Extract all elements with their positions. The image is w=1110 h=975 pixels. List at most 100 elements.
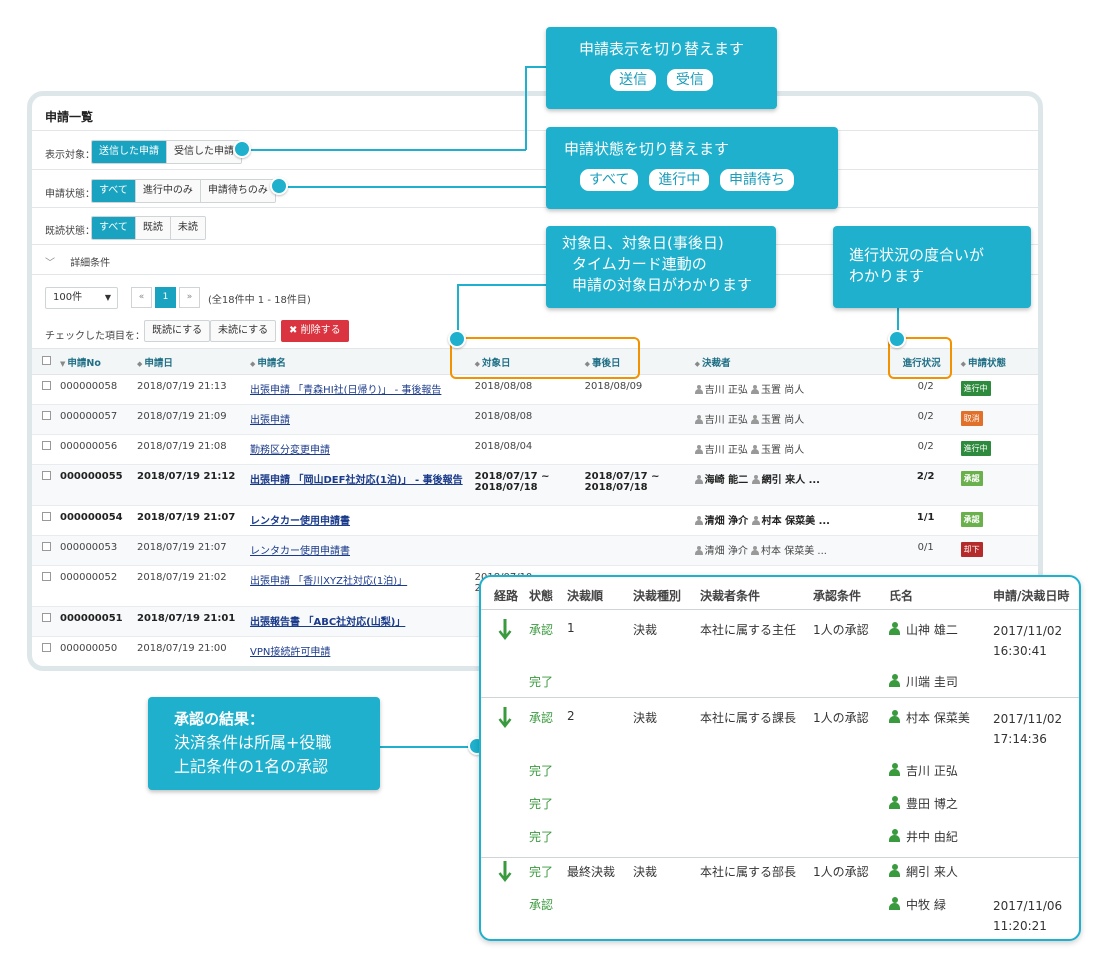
step-state: 承認 [529, 623, 554, 637]
mark-read-button[interactable]: 既読にする [144, 320, 211, 342]
row-checkbox[interactable] [42, 512, 51, 521]
progress-callout: 進行状況の度合いが わかります [833, 226, 1031, 308]
application-link[interactable]: 出張申請 [250, 415, 290, 426]
arrow-down-icon [498, 707, 512, 728]
bulk-action-label: チェックした項目を： [45, 331, 145, 342]
person-icon [889, 710, 900, 723]
person-icon [751, 415, 760, 424]
col-name[interactable]: ◆申請名 [244, 348, 469, 375]
application-link[interactable]: レンタカー使用申請書 [250, 546, 350, 557]
col-target-date[interactable]: ◆対象日 [468, 348, 579, 375]
row-checkbox[interactable] [42, 613, 51, 622]
progress-highlight [888, 337, 952, 379]
current-page-button[interactable]: 1 [155, 287, 176, 308]
row-checkbox[interactable] [42, 572, 51, 581]
read-all-button[interactable]: すべて [92, 217, 136, 239]
cell-status: 承認 [954, 505, 1038, 536]
cell-no: 000000051 [54, 606, 131, 637]
received-pill: 受信 [666, 69, 713, 91]
application-link[interactable]: 勤務区分変更申請 [250, 445, 330, 456]
connector-dot [233, 140, 251, 158]
step-name: 網引 来人 [889, 863, 958, 880]
cell-date: 2018/07/19 21:01 [131, 606, 244, 637]
cell-no: 000000057 [54, 404, 131, 435]
waiting-pill: 申請待ち [720, 169, 795, 191]
select-all-checkbox[interactable] [32, 348, 54, 375]
status-badge: 承認 [960, 471, 983, 486]
col-condition: 決裁者条件 [700, 589, 761, 603]
person-icon [694, 445, 703, 454]
prev-page-button[interactable]: « [131, 287, 152, 308]
cell-status: 取消 [954, 404, 1038, 435]
col-status[interactable]: ◆申請状態 [954, 348, 1038, 375]
per-page-select[interactable]: 100件 ▼ [45, 287, 118, 309]
step-approve-condition: 1人の承認 [813, 623, 869, 637]
person-icon [889, 897, 900, 910]
read-button[interactable]: 既読 [135, 217, 171, 239]
row-checkbox[interactable] [42, 471, 51, 480]
divider [32, 244, 1038, 245]
row-checkbox[interactable] [42, 441, 51, 450]
detail-conditions-toggle[interactable]: ﹀ 詳細条件 [45, 254, 110, 269]
col-no[interactable]: ▼申請No [54, 348, 131, 375]
col-after-date[interactable]: ◆事後日 [578, 348, 689, 375]
display-sent-button[interactable]: 送信した申請 [92, 141, 167, 163]
application-link[interactable]: 出張申請 「岡山DEF社対応(1泊)」 - 事後報告 [250, 475, 463, 486]
next-page-button[interactable]: » [179, 287, 200, 308]
cell-approver: 清畑 浄介 村本 保菜美 ... [688, 505, 897, 536]
unread-button[interactable]: 未読 [170, 217, 205, 239]
state-waiting-button[interactable]: 申請待ちのみ [200, 180, 275, 202]
col-progress[interactable]: 進行状況 [896, 348, 955, 375]
result-callout-line2: 決済条件は所属+役職 [174, 733, 332, 752]
cell-date: 2018/07/19 21:07 [131, 505, 244, 536]
application-link[interactable]: 出張報告書 「ABC社対応(山梨)」 [250, 617, 406, 628]
cell-status: 進行中 [954, 374, 1038, 405]
application-link[interactable]: 出張申請 「香川XYZ社対応(1泊)」 [250, 576, 408, 587]
apply-state-toggle: すべて 進行中のみ 申請待ちのみ [91, 179, 276, 203]
person-icon [889, 796, 900, 809]
status-badge: 承認 [960, 512, 983, 527]
row-checkbox[interactable] [42, 381, 51, 390]
cell-no: 000000052 [54, 565, 131, 607]
step-name: 井中 由紀 [889, 828, 958, 845]
connector-line [380, 746, 480, 748]
cell-after-date [578, 505, 689, 536]
step-state: 完了 [529, 764, 554, 778]
cell-no: 000000055 [54, 464, 131, 506]
row-checkbox[interactable] [42, 411, 51, 420]
application-link[interactable]: レンタカー使用申請書 [250, 516, 350, 527]
mark-unread-button[interactable]: 未読にする [210, 320, 277, 342]
display-received-button[interactable]: 受信した申請 [167, 141, 241, 163]
row-checkbox[interactable] [42, 643, 51, 652]
cell-no: 000000054 [54, 505, 131, 536]
display-target-label: 表示対象： [45, 150, 95, 161]
person-icon [751, 445, 760, 454]
pagination-info: (全18件中 1 - 18件目) [208, 295, 311, 306]
row-checkbox[interactable] [42, 542, 51, 551]
state-in-progress-button[interactable]: 進行中のみ [135, 180, 201, 202]
divider [32, 130, 1038, 131]
application-link[interactable]: VPN接続許可申請 [250, 647, 331, 658]
divider [32, 274, 1038, 275]
cell-target-date: 2018/08/08 [468, 404, 579, 435]
cell-progress: 0/2 [896, 404, 955, 435]
state-all-button[interactable]: すべて [92, 180, 136, 202]
person-icon [694, 475, 703, 484]
step-type: 決裁 [633, 623, 658, 637]
application-link[interactable]: 出張申請 「青森HI社(日帰り)」 - 事後報告 [250, 385, 442, 396]
col-approver[interactable]: ◆決裁者 [688, 348, 897, 375]
person-icon [694, 546, 703, 555]
delete-button[interactable]: ✖ 削除する [281, 320, 349, 342]
col-date[interactable]: ◆申請日 [131, 348, 244, 375]
target-callout-line1: 対象日、対象日(事後日) [562, 234, 724, 252]
per-page-value: 100件 [53, 292, 83, 303]
cell-date: 2018/07/19 21:02 [131, 565, 244, 607]
step-condition: 本社に属する主任 [700, 623, 797, 637]
